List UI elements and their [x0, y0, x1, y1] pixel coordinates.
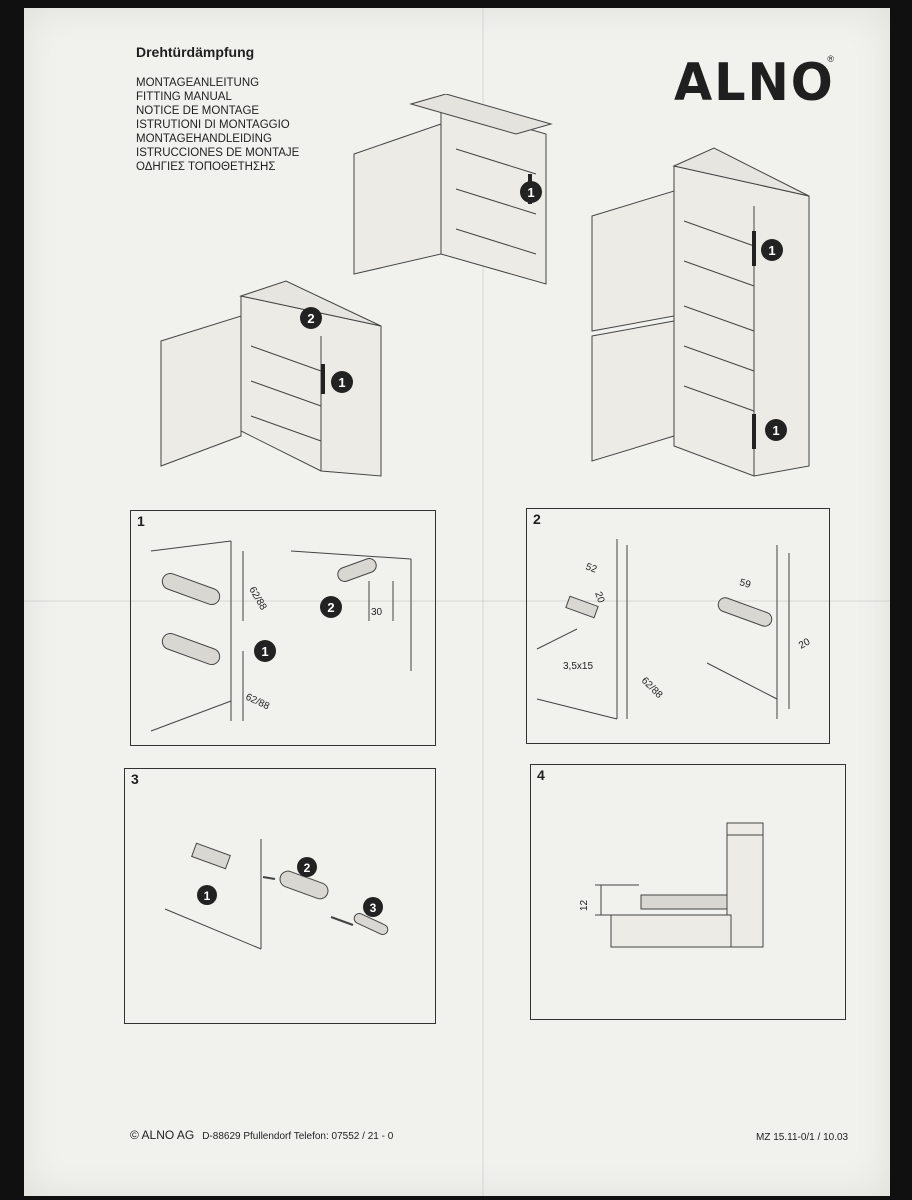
language-item: MONTAGEHANDLEIDING: [136, 133, 272, 145]
callout-1-badge: [197, 885, 217, 905]
language-item: NOTICE DE MONTAGE: [136, 105, 260, 117]
step-3-drawing: 1 2 3: [164, 839, 389, 950]
callout-1-label: 1: [772, 423, 779, 438]
dimension-label: 20: [592, 590, 606, 605]
dimension-label: 62/88: [639, 675, 665, 701]
paper-fold-vertical: [482, 8, 484, 1196]
callout-1-badge: [765, 419, 787, 441]
step-panel-1: 1 62/88 62/88 1 2 30: [130, 510, 436, 746]
callout-1-badge: [520, 181, 542, 203]
language-item: MONTAGEANLEITUNG: [136, 77, 260, 89]
language-item: ISTRUCCIONES DE MONTAJE: [136, 147, 300, 159]
callout-1-badge: [761, 239, 783, 261]
callout-3-badge: [363, 897, 383, 917]
dimension-label: 62/88: [244, 692, 272, 713]
step-2-drawing: 52 20 3,5x15 62/88 59 20: [536, 539, 813, 720]
callout-3-label: 3: [370, 901, 377, 915]
tall-cabinet-illustration: 1 1: [591, 147, 810, 477]
document-title: Drehtürdämpfung: [136, 44, 255, 60]
step-panel-2: 2 52 20 3,5x15 62/88 59 20: [526, 508, 830, 744]
step-4-drawing: 12: [579, 822, 764, 948]
callout-1-badge: [254, 640, 276, 662]
company-name: © ALNO AG: [130, 1128, 195, 1142]
step-panel-3: 3 1 2 3: [124, 768, 436, 1024]
wall-cabinet-illustration: 1: [353, 94, 553, 285]
dimension-label: 52: [584, 561, 599, 575]
step-number: 2: [533, 511, 541, 527]
footer-company: © ALNO AG D-88629 Pfullendorf Telefon: 07…: [130, 1128, 393, 1142]
base-cabinet-illustration: 2 1: [160, 280, 382, 477]
company-address: D-88629 Pfullendorf Telefon: 07552 / 21 …: [202, 1131, 394, 1142]
step-panel-4: 4 12: [530, 764, 846, 1020]
callout-2-badge: [297, 857, 317, 877]
step-number: 4: [537, 767, 545, 783]
language-item: ISTRUTIONI DI MONTAGGIO: [136, 119, 290, 131]
language-item: ΟΔΗΓΙΕΣ ΤΟΠΟΘΕΤΗΣΗΣ: [136, 161, 276, 173]
callout-2-label: 2: [327, 600, 334, 615]
paper-fold-horizontal: [24, 600, 890, 602]
dimension-label: 59: [738, 577, 752, 591]
callout-1-label: 1: [261, 644, 268, 659]
callout-2-label: 2: [304, 861, 311, 875]
registered-mark: ®: [827, 54, 834, 64]
step-number: 3: [131, 771, 139, 787]
callout-2-badge: [300, 307, 322, 329]
dimension-label: 30: [371, 607, 383, 618]
dimension-label: 12: [579, 899, 590, 911]
callout-2-badge: [320, 596, 342, 618]
callout-1-label: 1: [338, 375, 345, 390]
callout-2-label: 2: [307, 311, 314, 326]
instruction-sheet: Drehtürdämpfung MONTAGEANLEITUNG FITTING…: [24, 8, 890, 1196]
logo-text: ALNO: [674, 53, 835, 113]
language-item: FITTING MANUAL: [136, 91, 232, 103]
document-code: MZ 15.11-0/1 / 10.03: [756, 1132, 849, 1143]
dimension-label: 20: [797, 636, 813, 651]
dimension-label: 62/88: [246, 585, 268, 613]
alno-logo: ALNO ®: [674, 52, 834, 114]
callout-1-label: 1: [204, 889, 211, 903]
callout-1-label: 1: [527, 185, 534, 200]
callout-1-badge: [331, 371, 353, 393]
screw-size-label: 3,5x15: [563, 661, 593, 672]
step-number: 1: [137, 513, 145, 529]
step-1-drawing: 62/88 62/88 1 2 30: [150, 540, 412, 732]
callout-1-label: 1: [768, 243, 775, 258]
language-list: MONTAGEANLEITUNG FITTING MANUAL NOTICE D…: [136, 76, 299, 174]
